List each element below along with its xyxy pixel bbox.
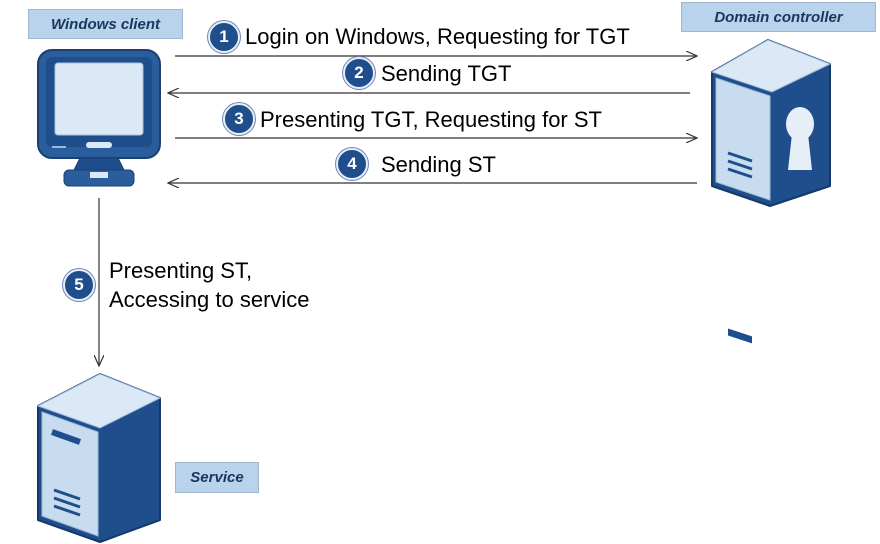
- dc-label: Domain controller: [681, 2, 876, 32]
- step-4-text: Sending ST: [381, 152, 496, 177]
- step-2-text: Sending TGT: [381, 61, 512, 86]
- service-label: Service: [175, 462, 259, 493]
- step-1-text: Login on Windows, Requesting for TGT: [245, 24, 630, 49]
- client-label: Windows client: [28, 9, 183, 39]
- step-1-badge: 1: [208, 21, 240, 53]
- server-icon: [36, 373, 162, 543]
- step-5-line-1: Presenting ST,: [109, 258, 253, 283]
- step-5-badge: 5: [63, 269, 95, 301]
- step-4-badge: 4: [336, 148, 368, 180]
- step-3-text: Presenting TGT, Requesting for ST: [260, 107, 602, 132]
- server-keyhole-icon: [710, 39, 832, 344]
- step-5-line-2: Accessing to service: [109, 287, 310, 312]
- step-3-badge: 3: [223, 103, 255, 135]
- monitor-icon: [37, 49, 161, 187]
- step-2-badge: 2: [343, 57, 375, 89]
